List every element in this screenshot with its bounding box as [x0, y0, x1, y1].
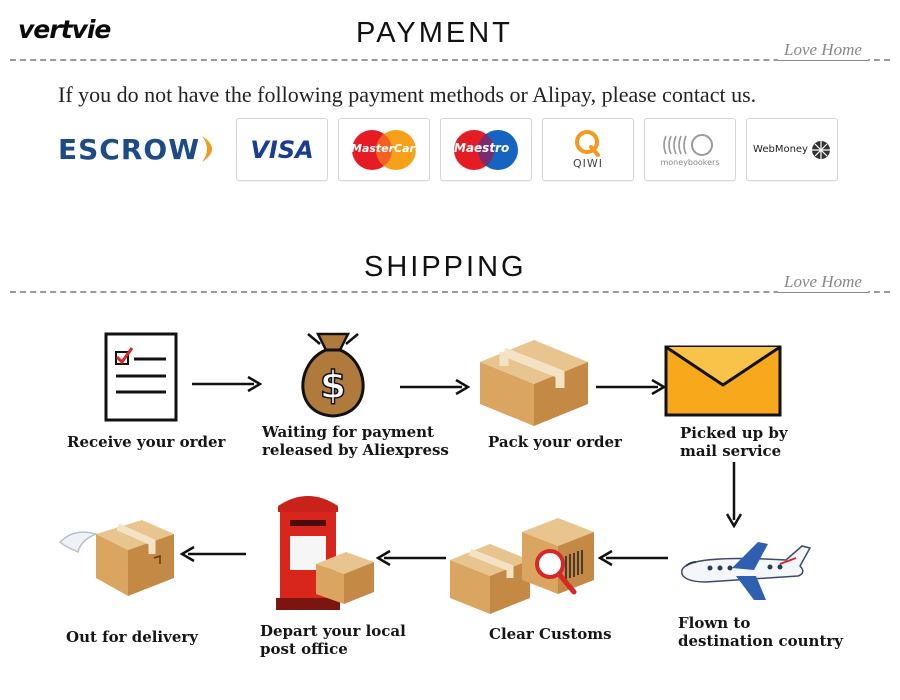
payment-love-home-tag: Love Home — [778, 40, 868, 61]
step-label-pack-order: Pack your order — [488, 433, 622, 451]
svg-text:$: $ — [320, 363, 346, 407]
webmoney-globe-icon — [811, 140, 830, 159]
maestro-logo: Maestro — [440, 118, 532, 181]
package-icon — [480, 340, 588, 426]
envelope-icon — [664, 345, 782, 417]
arrow-left-icon — [598, 549, 668, 567]
maestro-circles-icon — [454, 129, 518, 170]
shipping-title: SHIPPING — [364, 251, 527, 283]
arrow-right-icon — [400, 378, 470, 396]
maestro-logo-text: Maestro — [454, 141, 510, 155]
escrow-arrow-icon — [202, 136, 212, 162]
visa-logo: VISA — [236, 118, 328, 181]
mastercard-logo-text: MasterCard — [351, 142, 423, 155]
step-label-depart-post-office: Depart your local post office — [260, 622, 406, 658]
moneybookers-logo: moneybookers — [644, 118, 736, 181]
step-label-out-for-delivery: Out for delivery — [66, 628, 199, 646]
moneybookers-waves-icon — [663, 134, 713, 156]
arrow-right-icon — [192, 375, 262, 393]
qiwi-logo-text: QIWI — [572, 157, 604, 170]
payment-divider — [10, 59, 890, 61]
airplane-icon — [681, 542, 812, 600]
step-label-picked-up: Picked up by mail service — [680, 424, 788, 460]
shipping-divider — [10, 291, 890, 293]
payment-intro-text: If you do not have the following payment… — [58, 82, 757, 107]
step-label-clear-customs: Clear Customs — [489, 625, 612, 643]
arrow-right-icon — [596, 378, 666, 396]
mastercard-circles-icon — [352, 129, 416, 170]
delivery-box-icon — [58, 520, 174, 596]
webmoney-logo: WebMoney — [746, 118, 838, 181]
qiwi-logo: QIWI — [542, 118, 634, 181]
qiwi-q-icon — [575, 130, 600, 157]
escrow-logo-text: ESCROW — [58, 133, 201, 166]
brand-logo: vertvie — [18, 15, 111, 44]
arrow-left-icon — [180, 545, 246, 563]
step-label-waiting-payment: Waiting for payment released by Aliexpre… — [262, 423, 449, 459]
shipping-love-home-tag: Love Home — [778, 272, 868, 293]
webmoney-logo-text: WebMoney — [753, 144, 808, 155]
mastercard-logo: MasterCard — [338, 118, 430, 181]
step-label-receive-order: Receive your order — [67, 433, 226, 451]
money-bag-icon: $ — [301, 332, 365, 418]
arrow-down-icon — [725, 462, 743, 528]
postbox-icon — [276, 496, 374, 610]
visa-logo-text: VISA — [250, 135, 314, 164]
payment-title: PAYMENT — [356, 17, 513, 49]
moneybookers-logo-text: moneybookers — [660, 158, 720, 167]
customs-boxes-icon — [450, 518, 594, 614]
arrow-left-icon — [376, 549, 446, 567]
order-checklist-icon — [104, 332, 178, 422]
step-label-flown: Flown to destination country — [678, 614, 843, 650]
escrow-logo: ESCROW — [56, 128, 226, 172]
